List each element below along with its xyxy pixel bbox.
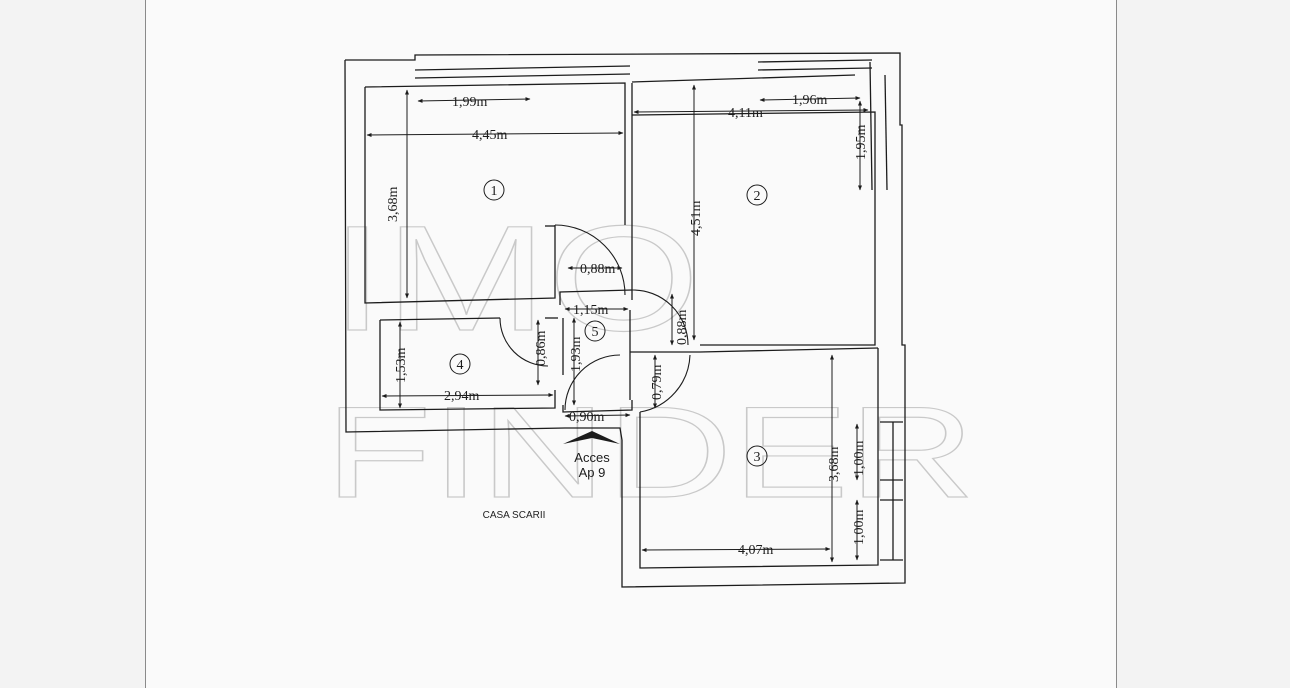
dim-r2-width: 4,11m [728,106,763,121]
room-2-window-sill [757,59,873,63]
dim-r1-width: 4,45m [472,128,508,143]
dim-r3-window-2: 1,00m [852,510,867,546]
dim-hall-height: 1,93m [569,337,584,373]
room-4-circle [449,353,471,375]
room-2-top-wall [631,74,856,83]
dim-r2-height: 4,51m [689,201,704,237]
dim-r2-window: 1,96m [792,93,828,108]
room-number-circles [449,179,768,467]
dim-r3-height: 3,68m [827,447,842,483]
dim-r2-window-height: 1,95m [854,125,869,161]
dimension-labels: 1,99m 4,45m 3,68m 4,11m 1,96m 1,95m 4,51… [386,93,869,558]
room-3-wall [639,348,879,569]
dim-door-r3: 0,79m [650,365,665,401]
floor-plan-page [145,0,1117,688]
room-2-window-side [869,61,873,191]
door-swing-room-1 [554,224,626,296]
dim-r4-height: 1,53m [394,348,409,384]
room-2-window-side-b [884,74,888,191]
room-3-top-wall [630,347,879,353]
access-label-line-2: Ap 9 [579,465,606,480]
room-2-window-sill-b [757,67,873,71]
room-number-1: 1 [491,184,498,199]
door-swing-room-3 [639,354,691,413]
room-number-3: 3 [754,450,761,465]
dim-door-r4: 0,86m [534,331,549,367]
watermark: IMO FINDER [324,193,975,525]
room-1-wall [364,82,626,225]
room-1-window-sill [414,65,631,71]
room-4-top-wall [379,317,501,321]
watermark-line-2: FINDER [325,379,975,525]
walls [344,52,906,588]
dimension-lines [366,84,869,563]
entry-wall [562,400,633,413]
dim-line-r1-window [417,97,531,103]
room-1-window-sill-b [414,73,631,79]
room-1-circle [483,179,505,201]
room-numbers: 1 2 3 4 5 [457,184,761,465]
dim-line-r2-width [633,108,869,114]
room-number-4: 4 [457,358,464,373]
room-number-2: 2 [754,189,761,204]
dim-r3-window-1: 1,00m [852,441,867,477]
dim-line-r4-width [381,393,554,398]
dim-hall-width: 1,15m [573,303,609,318]
room-2-circle [746,184,768,206]
dim-r3-width: 4,07m [738,543,774,558]
access-arrow-icon [563,431,620,444]
room-3-circle [746,445,768,467]
dim-r1-height: 3,68m [386,187,401,223]
dim-r1-window: 1,99m [452,95,488,110]
dim-line-r3-width [641,547,831,552]
outer-wall [344,52,906,588]
room-5-circle [584,320,606,342]
room-number-5: 5 [592,325,599,340]
dim-door-r1: 0,88m [580,262,616,277]
hall-top-wall [559,289,633,305]
room-4-wall [379,320,556,411]
dim-door-r2: 0,88m [675,310,690,346]
door-swing-entry [564,354,621,411]
watermark-line-1: IMO [330,194,700,362]
access-label-line-1: Acces [574,450,610,465]
stair-label: CASA SCARII [483,510,546,521]
dim-entry: 0,90m [569,410,605,425]
dim-line-entry [564,413,631,418]
dim-line-r2-window [759,96,861,102]
dim-line-r1-width [366,131,624,137]
dim-r4-width: 2,94m [444,389,480,404]
room-1-wall-b [364,87,556,304]
